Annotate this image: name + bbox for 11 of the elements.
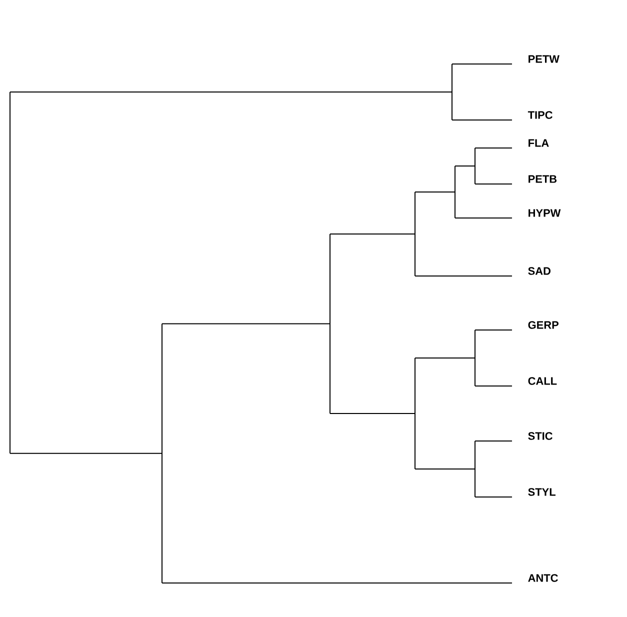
leaf-label: PETB <box>528 175 557 183</box>
leaf-label: CALL <box>528 377 557 385</box>
leaf-label: HYPW <box>528 209 561 217</box>
leaf-label: SAD <box>528 267 550 275</box>
leaf-label: ANTC <box>528 574 558 582</box>
leaf-label: STYL <box>528 488 556 496</box>
leaf-label: STIC <box>528 432 552 440</box>
leaf-label: FLA <box>528 139 549 147</box>
leaf-label: TIPC <box>528 111 552 119</box>
leaf-label: GERP <box>528 321 558 329</box>
leaf-label: PETW <box>528 55 560 63</box>
